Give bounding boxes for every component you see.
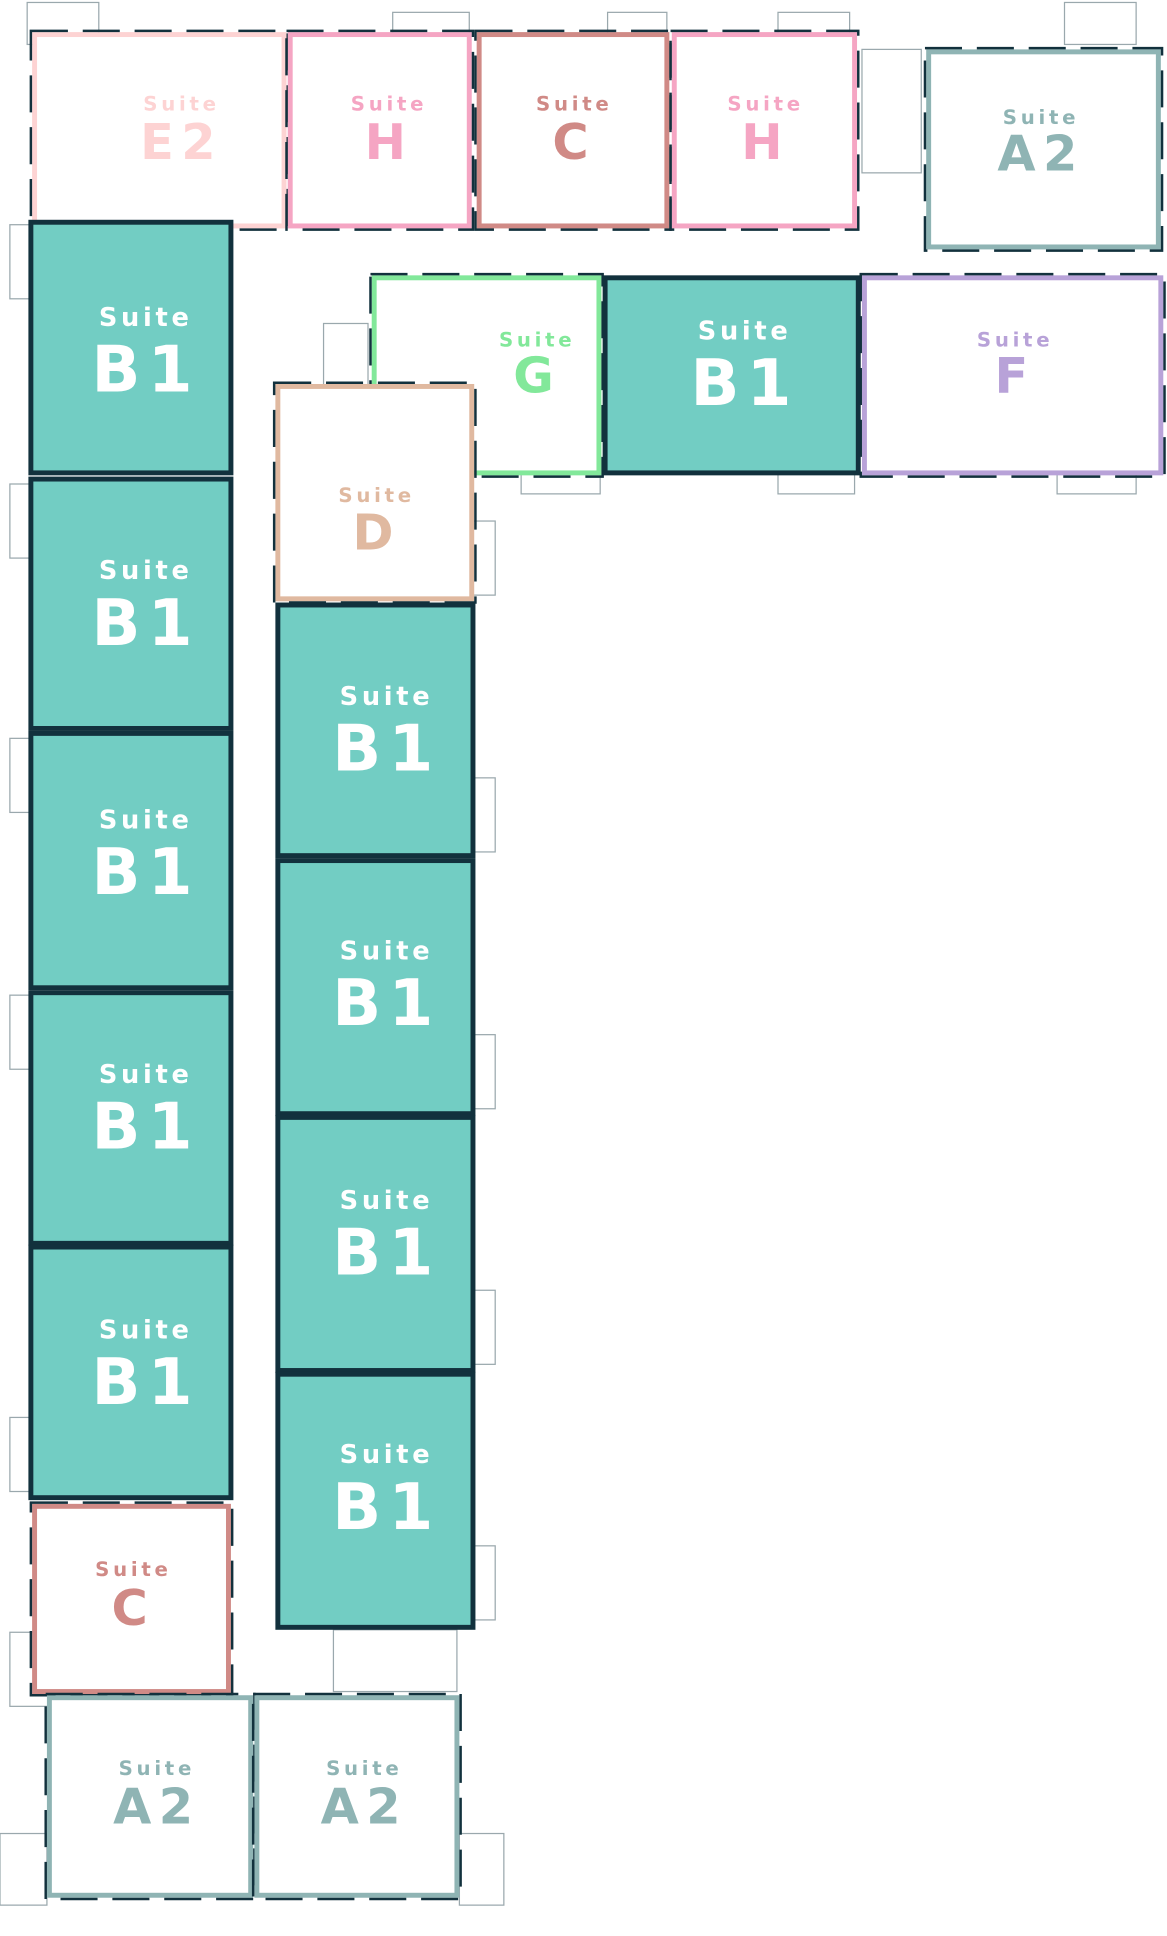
suite-word: Suite	[99, 556, 193, 586]
suite-code: B1	[92, 1345, 200, 1420]
suite-word: Suite	[536, 92, 612, 115]
suite-code: B1	[332, 712, 440, 787]
suite-word: Suite	[338, 484, 414, 507]
suite-outline	[254, 1695, 460, 1898]
suite-outline	[275, 1114, 476, 1373]
suite-word: Suite	[698, 317, 792, 347]
suite-word: Suite	[727, 92, 803, 115]
suite-word: Suite	[119, 1757, 195, 1780]
suite-code: B1	[332, 966, 440, 1041]
suite-code: B1	[92, 835, 200, 910]
suite-word: Suite	[340, 682, 434, 712]
suite-code: B1	[92, 1090, 200, 1165]
suite-outline	[32, 1503, 231, 1694]
suite-code: B1	[332, 1215, 440, 1290]
suite-word: Suite	[99, 1060, 193, 1090]
suite-word: Suite	[99, 806, 193, 836]
wall	[285, 29, 475, 231]
suite-outline	[275, 858, 476, 1117]
suite-word: Suite	[99, 303, 193, 333]
suite-word: Suite	[499, 328, 575, 351]
suite-code: B1	[690, 346, 798, 421]
suite-code: H	[365, 113, 414, 171]
suite-outline	[476, 32, 670, 229]
suite-word: Suite	[326, 1757, 402, 1780]
wall	[251, 1692, 462, 1901]
suite-word: Suite	[340, 936, 434, 966]
suite-code: D	[352, 503, 400, 561]
suite-code: C	[112, 1579, 156, 1637]
suite-word: Suite	[340, 1440, 434, 1470]
suite-outline	[32, 32, 287, 229]
suite-outline	[28, 1244, 234, 1501]
suite-word: Suite	[351, 92, 427, 115]
suite-code: G	[513, 347, 561, 405]
suite-code: A2	[997, 124, 1084, 182]
suite-outline	[46, 1695, 254, 1898]
wall	[859, 272, 1166, 478]
suite-outline	[861, 275, 1164, 476]
suite-code: A2	[321, 1778, 408, 1836]
suite-word: Suite	[977, 328, 1053, 351]
suite-outline	[28, 476, 234, 731]
suite-code: F	[995, 347, 1036, 405]
suite-word: Suite	[99, 1316, 193, 1346]
suite-outline	[275, 1371, 476, 1630]
suite-word: Suite	[340, 1186, 434, 1216]
suite-outline	[287, 32, 472, 229]
suite-word: Suite	[95, 1558, 171, 1581]
suite-code: B1	[92, 333, 200, 408]
suite-code: B1	[92, 586, 200, 661]
suite-outline	[28, 730, 234, 991]
suite-outline	[275, 383, 475, 602]
suite-code: A2	[113, 1778, 200, 1836]
suite-code: C	[552, 113, 596, 171]
wall	[474, 29, 672, 231]
suite-word: Suite	[143, 92, 219, 115]
suite-outline	[671, 32, 858, 229]
suite-outline	[28, 219, 234, 476]
suite-outline	[926, 49, 1161, 250]
suite-outline	[275, 602, 476, 859]
wall	[669, 29, 860, 231]
suite-code: B1	[332, 1470, 440, 1545]
suite-outline	[602, 275, 861, 476]
suite-code: E2	[140, 113, 223, 171]
suite-word: Suite	[1003, 106, 1079, 129]
suite-outline	[28, 990, 234, 1246]
suite-code: H	[741, 113, 790, 171]
